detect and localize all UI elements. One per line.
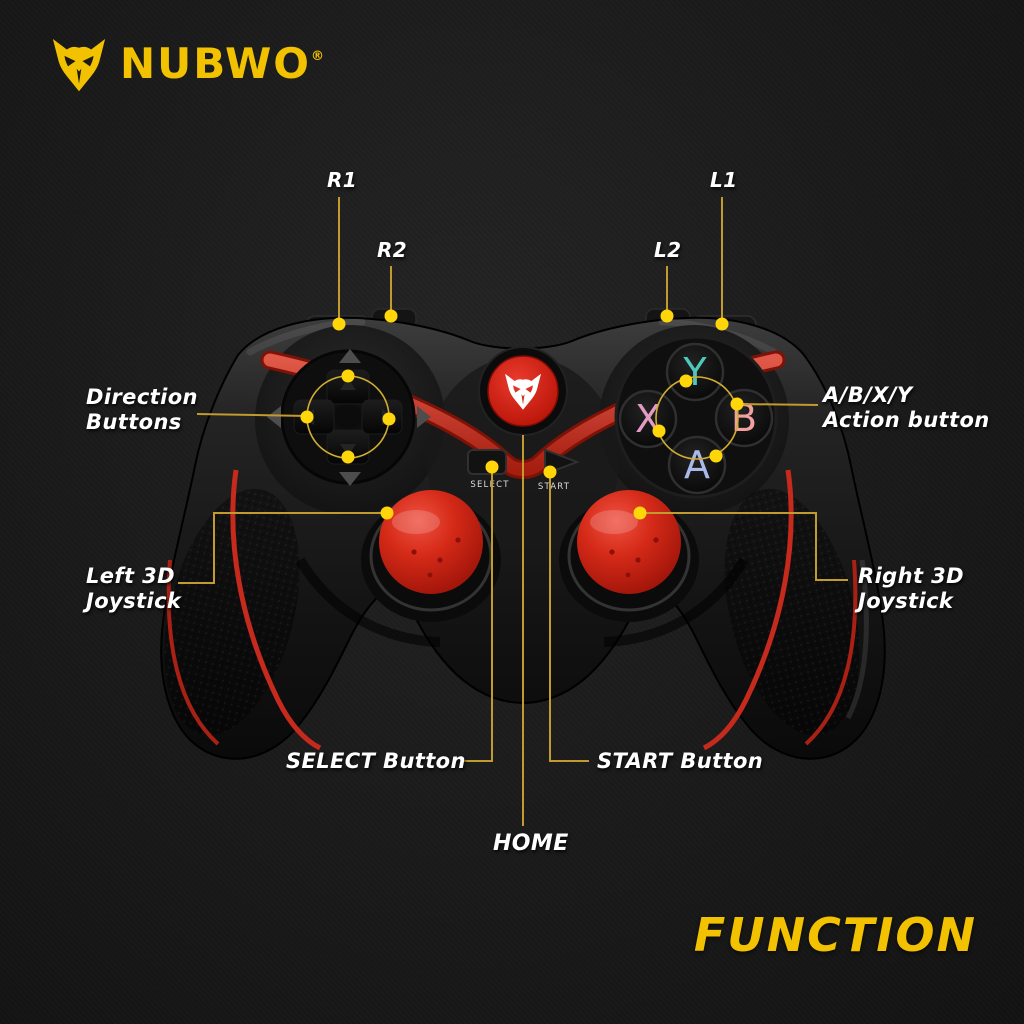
start-line bbox=[549, 474, 589, 762]
right-joystick-cap bbox=[577, 490, 681, 594]
callout-right-joystick-line2: Joystick bbox=[858, 588, 954, 613]
face-button-a bbox=[667, 435, 727, 495]
callout-right-joystick: Right 3D Joystick bbox=[858, 564, 964, 614]
brand-name: NUBWO® bbox=[120, 43, 324, 85]
gamepad: Y X B A SELECT START bbox=[160, 308, 886, 760]
abxy-line bbox=[736, 403, 819, 406]
callout-direction-line1: Direction bbox=[86, 385, 198, 409]
callout-direction-buttons: Direction Buttons bbox=[86, 385, 198, 435]
select-button-label: SELECT bbox=[470, 480, 509, 490]
right-grip-red-stripe bbox=[702, 469, 794, 751]
left-grip-red-stripe bbox=[230, 469, 322, 751]
callout-lines bbox=[178, 197, 848, 826]
callout-select-button: SELECT Button bbox=[286, 749, 466, 773]
abxy-callout-ring bbox=[655, 376, 739, 460]
face-buttons: Y X B A bbox=[614, 335, 778, 499]
dpad-arrow-right-icon bbox=[417, 406, 431, 428]
callout-home: HOME bbox=[493, 831, 569, 856]
wolf-head-icon bbox=[52, 39, 106, 92]
callout-left-joystick: Left 3D Joystick bbox=[86, 564, 181, 614]
left-joystick-line bbox=[178, 512, 387, 584]
dpad-arrow-down-icon bbox=[339, 472, 361, 486]
face-button-a-label: A bbox=[684, 443, 710, 487]
brand-logo: NUBWO® bbox=[50, 32, 324, 96]
direction-line bbox=[196, 413, 309, 417]
callout-dots bbox=[300, 309, 744, 520]
brand-name-text: NUBWO bbox=[120, 39, 312, 88]
dpad-arrow-left-icon bbox=[267, 406, 281, 428]
callout-abxy-action: A/B/X/Y Action button bbox=[823, 383, 990, 433]
callout-direction-line2: Buttons bbox=[86, 409, 182, 434]
registered-mark: ® bbox=[311, 49, 325, 64]
left-joystick bbox=[361, 490, 501, 622]
callout-left-joystick-line1: Left 3D bbox=[86, 564, 175, 588]
select-line bbox=[464, 469, 493, 762]
dpad-arrow-up-icon bbox=[339, 349, 361, 363]
home-button bbox=[478, 346, 568, 436]
callout-abxy-line2: Action button bbox=[823, 407, 990, 432]
callout-r1: R1 bbox=[327, 168, 358, 192]
page-title: FUNCTION bbox=[693, 908, 977, 962]
callout-l2: L2 bbox=[654, 238, 682, 262]
callout-l1: L1 bbox=[710, 168, 738, 192]
callout-right-joystick-line1: Right 3D bbox=[858, 564, 964, 588]
start-button-label: START bbox=[538, 482, 570, 492]
callout-left-joystick-line2: Joystick bbox=[86, 588, 182, 613]
left-joystick-cap bbox=[379, 490, 483, 594]
callout-abxy-line1: A/B/X/Y bbox=[823, 383, 913, 407]
right-joystick bbox=[559, 490, 699, 622]
right-joystick-line bbox=[640, 512, 848, 581]
callout-start-button: START Button bbox=[597, 749, 764, 773]
dpad bbox=[267, 349, 431, 486]
callout-r2: R2 bbox=[377, 238, 408, 262]
face-button-y bbox=[665, 342, 725, 402]
